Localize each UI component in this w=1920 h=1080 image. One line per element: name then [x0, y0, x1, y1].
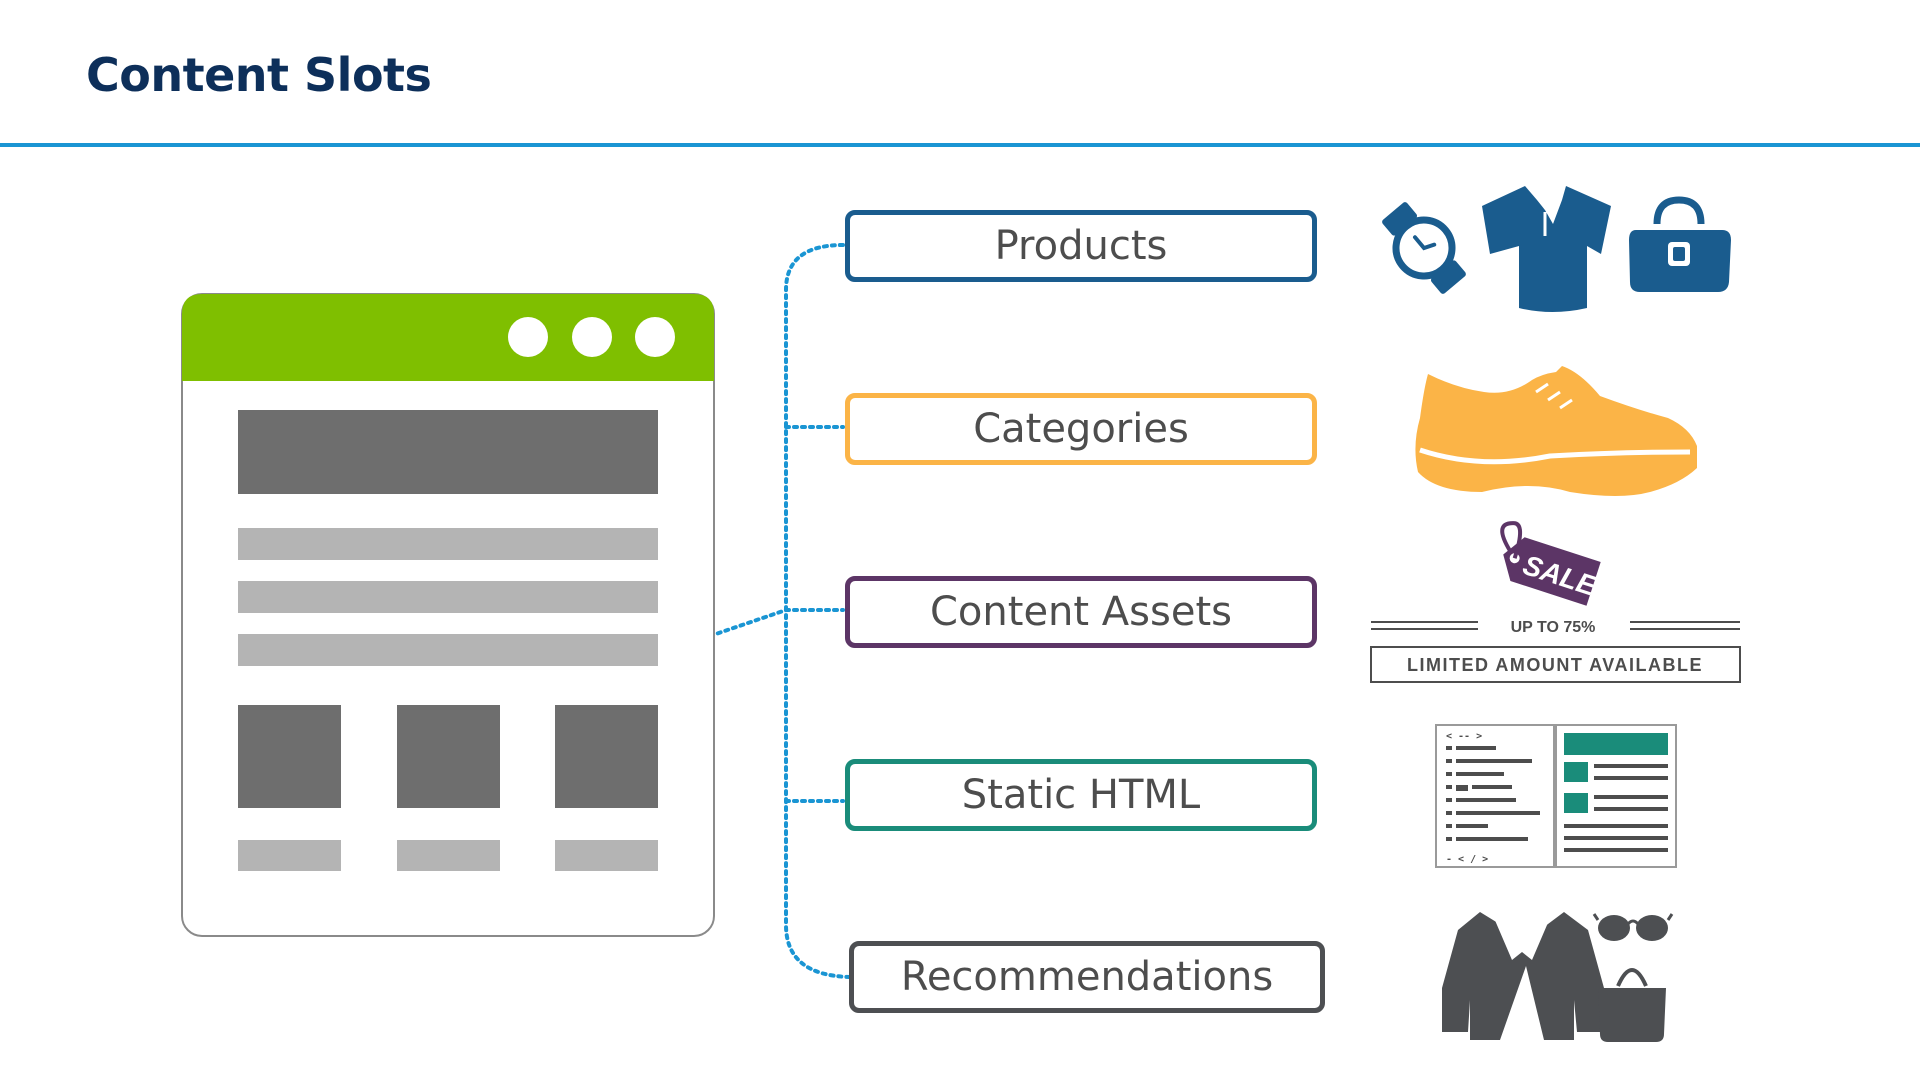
slot-type-label: Recommendations	[900, 954, 1274, 1000]
handbag-icon	[1629, 196, 1731, 292]
slot-type-static-html[interactable]: Static HTML	[845, 759, 1317, 831]
recommendations-icons	[1442, 912, 1674, 1042]
title-divider	[0, 143, 1920, 147]
polo-shirt-icon	[1482, 186, 1611, 312]
page-text-line-3	[238, 634, 658, 666]
page-tile-3	[555, 705, 658, 808]
sunglasses-icon	[1592, 913, 1674, 941]
sale-rule-right	[1630, 621, 1740, 630]
html-code-close: - < / >	[1446, 854, 1488, 865]
slot-type-label: Static HTML	[961, 772, 1201, 818]
slot-type-content-assets[interactable]: Content Assets	[845, 576, 1317, 648]
browser-window	[181, 293, 715, 937]
page-caption-1	[238, 840, 341, 871]
connector-trunk	[784, 243, 851, 979]
sale-banner-text: LIMITED AMOUNT AVAILABLE	[1407, 655, 1703, 675]
page-banner-block	[238, 410, 658, 494]
slot-type-recommendations[interactable]: Recommendations	[849, 941, 1325, 1013]
slide-title: Content Slots	[86, 48, 432, 102]
html-code-open: < -- >	[1446, 731, 1482, 742]
sale-discount-text: UP TO 75%	[1511, 619, 1596, 636]
page-text-line-2	[238, 581, 658, 613]
page-caption-3	[555, 840, 658, 871]
slot-type-products[interactable]: Products	[845, 210, 1317, 282]
slot-type-categories[interactable]: Categories	[845, 393, 1317, 465]
html-page-icon	[1555, 724, 1677, 868]
sale-banner	[1370, 646, 1741, 683]
slot-type-label: Products	[994, 223, 1168, 269]
browser-frame	[181, 293, 715, 937]
page-tile-1	[238, 705, 341, 808]
static-html-graphic: < -- > - < / >	[1435, 724, 1677, 868]
page-text-line-1	[238, 528, 658, 560]
html-code-icon: < -- > - < / >	[1435, 724, 1555, 868]
slot-type-label: Content Assets	[930, 589, 1232, 635]
sale-tag-icon: SALE	[1500, 521, 1601, 606]
page-tile-2	[397, 705, 500, 808]
window-dot-2	[572, 317, 612, 357]
sale-graphic: SALE UP TO 75% LIMITED AMOUNT AVAILABLE	[1370, 521, 1741, 683]
window-dot-3	[635, 317, 675, 357]
page-caption-2	[397, 840, 500, 871]
browser-title-bar	[182, 294, 714, 381]
jacket-icon	[1442, 912, 1604, 1040]
products-icons	[1382, 186, 1731, 312]
window-dot-1	[508, 317, 548, 357]
tote-bag-icon	[1598, 968, 1666, 1042]
sale-rule-left	[1371, 621, 1478, 630]
sneaker-icon	[1415, 366, 1697, 496]
slot-type-label: Categories	[973, 406, 1189, 452]
watch-icon	[1382, 202, 1466, 294]
